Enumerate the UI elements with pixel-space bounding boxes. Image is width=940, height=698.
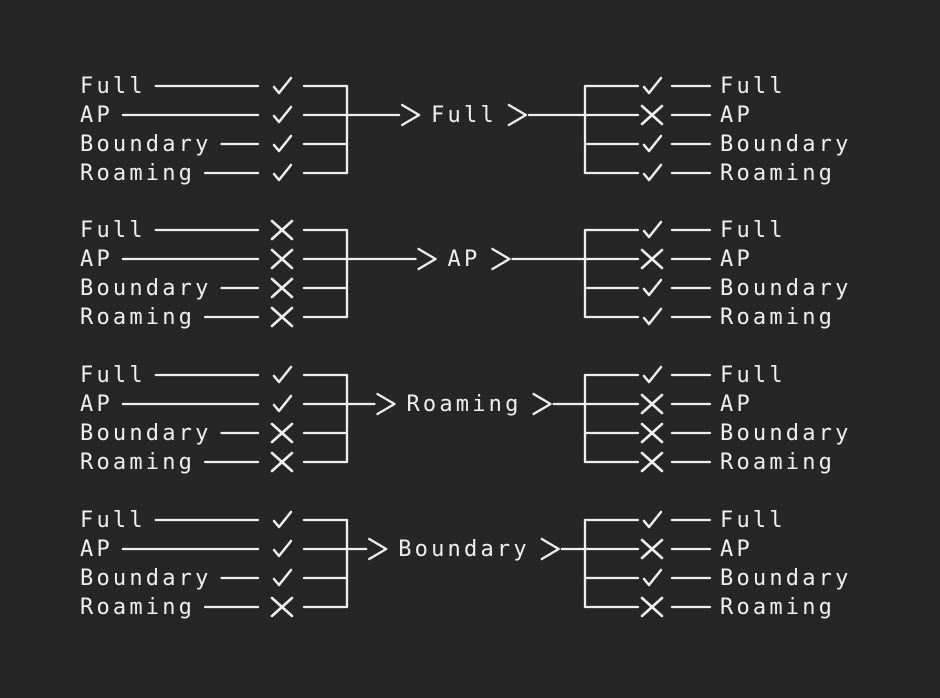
entry-status-check-icon bbox=[272, 134, 293, 153]
exit-status-check-icon bbox=[642, 307, 663, 326]
exit-status-check-icon bbox=[642, 568, 663, 587]
mode-label-right: Roaming bbox=[720, 450, 835, 475]
mode-label-right: Full bbox=[720, 508, 786, 533]
exit-status-check-icon bbox=[642, 510, 663, 529]
transition-label: Boundary bbox=[398, 537, 530, 562]
mode-label-left: Full bbox=[80, 508, 146, 533]
exit-status-check-icon bbox=[642, 163, 663, 182]
entry-status-cross-icon bbox=[270, 277, 294, 299]
arrow-head-icon bbox=[400, 103, 421, 127]
transition-label: Full bbox=[431, 103, 497, 128]
mode-label-left: AP bbox=[80, 247, 113, 272]
transition-label: AP bbox=[448, 247, 481, 272]
exit-status-check-icon bbox=[642, 365, 663, 384]
mode-label-left: Boundary bbox=[80, 276, 212, 301]
exit-status-cross-icon bbox=[640, 538, 664, 560]
entry-status-cross-icon bbox=[270, 451, 294, 473]
exit-status-cross-icon bbox=[640, 248, 664, 270]
mode-label-right: Boundary bbox=[720, 421, 852, 446]
transition-label: Roaming bbox=[406, 392, 521, 417]
mode-label-left: Full bbox=[80, 363, 146, 388]
mode-label-left: Boundary bbox=[80, 132, 212, 157]
mode-label-right: Full bbox=[720, 363, 786, 388]
entry-status-cross-icon bbox=[270, 219, 294, 241]
entry-status-cross-icon bbox=[270, 422, 294, 444]
mode-label-left: Roaming bbox=[80, 161, 195, 186]
mode-label-right: Boundary bbox=[720, 566, 852, 591]
arrow-head-icon bbox=[532, 392, 552, 416]
exit-status-cross-icon bbox=[640, 451, 664, 473]
mode-label-left: Roaming bbox=[80, 450, 195, 475]
mode-label-left: Roaming bbox=[80, 595, 195, 620]
mode-label-right: Full bbox=[720, 74, 786, 99]
mode-label-right: Boundary bbox=[720, 132, 852, 157]
mode-label-right: AP bbox=[720, 392, 753, 417]
exit-status-check-icon bbox=[642, 220, 663, 239]
entry-status-check-icon bbox=[272, 539, 293, 558]
entry-status-cross-icon bbox=[270, 306, 294, 328]
entry-status-cross-icon bbox=[270, 248, 294, 270]
exit-status-cross-icon bbox=[640, 596, 664, 618]
arrow-head-icon bbox=[368, 537, 388, 561]
entry-status-cross-icon bbox=[270, 596, 294, 618]
mode-label-left: AP bbox=[80, 103, 113, 128]
exit-status-cross-icon bbox=[640, 393, 664, 415]
mode-label-right: Full bbox=[720, 218, 786, 243]
exit-status-cross-icon bbox=[640, 104, 664, 126]
mode-label-left: Boundary bbox=[80, 566, 212, 591]
mode-label-left: Roaming bbox=[80, 305, 195, 330]
entry-status-check-icon bbox=[272, 76, 293, 95]
mode-label-right: AP bbox=[720, 103, 753, 128]
mode-label-left: AP bbox=[80, 392, 113, 417]
exit-status-check-icon bbox=[642, 134, 663, 153]
exit-status-check-icon bbox=[642, 278, 663, 297]
entry-status-check-icon bbox=[272, 394, 293, 413]
mode-label-right: AP bbox=[720, 537, 753, 562]
entry-status-check-icon bbox=[272, 510, 293, 529]
mode-label-left: Full bbox=[80, 74, 146, 99]
mode-label-left: Full bbox=[80, 218, 146, 243]
entry-status-check-icon bbox=[272, 163, 293, 182]
arrow-head-icon bbox=[491, 247, 511, 271]
entry-status-check-icon bbox=[272, 365, 293, 384]
arrow-head-icon bbox=[417, 247, 437, 271]
mode-label-right: Roaming bbox=[720, 161, 835, 186]
mode-label-right: Roaming bbox=[720, 595, 835, 620]
arrow-head-icon bbox=[376, 392, 396, 416]
arrow-head-icon bbox=[540, 537, 560, 561]
mode-label-left: Boundary bbox=[80, 421, 212, 446]
exit-status-check-icon bbox=[642, 76, 663, 95]
arrow-head-icon bbox=[507, 103, 528, 127]
exit-status-cross-icon bbox=[640, 422, 664, 444]
mode-label-right: AP bbox=[720, 247, 753, 272]
mode-label-right: Boundary bbox=[720, 276, 852, 301]
mode-label-right: Roaming bbox=[720, 305, 835, 330]
mode-label-left: AP bbox=[80, 537, 113, 562]
entry-status-check-icon bbox=[272, 568, 293, 587]
entry-status-check-icon bbox=[272, 105, 293, 124]
